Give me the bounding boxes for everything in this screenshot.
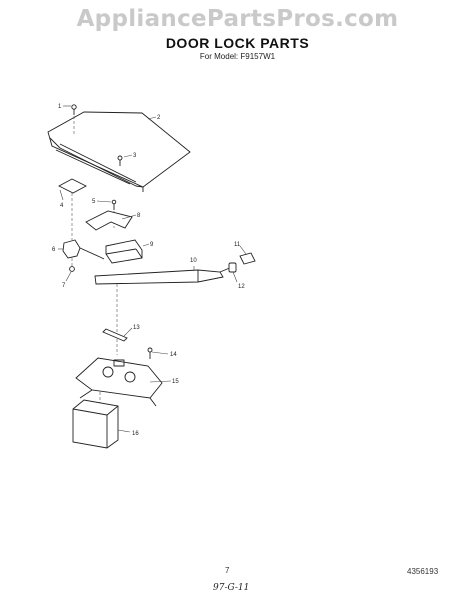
callout-4: 4 [60, 203, 64, 209]
part-2-cover-panel[interactable] [47, 111, 191, 192]
callout-leaders [58, 105, 247, 433]
part-15-mounting-bracket[interactable] [75, 357, 163, 410]
part-6-lock-switch[interactable] [62, 239, 105, 260]
callout-16: 16 [132, 431, 139, 437]
callout-6: 6 [52, 247, 56, 253]
document-code: 4356193 [407, 567, 439, 576]
part-14-screw[interactable] [147, 347, 153, 359]
callout-2: 2 [157, 115, 161, 121]
callout-14: 14 [170, 352, 177, 358]
callout-7: 7 [62, 283, 66, 289]
part-8-bracket[interactable] [85, 210, 133, 231]
page-number: 7 [225, 566, 230, 575]
part-1-screw[interactable] [71, 104, 77, 136]
handwritten-note: 97-G-11 [213, 583, 250, 593]
callout-3: 3 [133, 153, 137, 159]
model-subtitle: For Model: F9157W1 [199, 52, 276, 61]
callout-1: 1 [58, 104, 62, 110]
part-7-screw[interactable] [69, 258, 75, 272]
part-9-lock-block[interactable] [105, 239, 143, 264]
part-4-plate[interactable] [58, 178, 87, 240]
part-12-connector[interactable] [228, 262, 237, 273]
callout-8: 8 [137, 213, 141, 219]
part-16-box[interactable] [72, 399, 119, 449]
part-11-knob[interactable] [239, 252, 256, 265]
callout-12: 12 [238, 284, 245, 290]
watermark: AppliancePartsPros.com [76, 6, 399, 32]
callout-15: 15 [172, 379, 179, 385]
part-10-lock-rod[interactable] [94, 266, 233, 285]
callout-13: 13 [133, 325, 140, 331]
part-3-screw[interactable] [117, 155, 123, 166]
callout-10: 10 [190, 258, 197, 264]
callout-11: 11 [234, 242, 241, 248]
callout-5: 5 [92, 199, 96, 205]
callout-9: 9 [150, 242, 154, 248]
callout-numbers: 1 2 3 4 5 8 6 9 7 10 11 12 13 14 15 16 [52, 104, 245, 437]
part-13-strip[interactable] [102, 328, 128, 342]
diagram-title: DOOR LOCK PARTS [165, 35, 310, 51]
